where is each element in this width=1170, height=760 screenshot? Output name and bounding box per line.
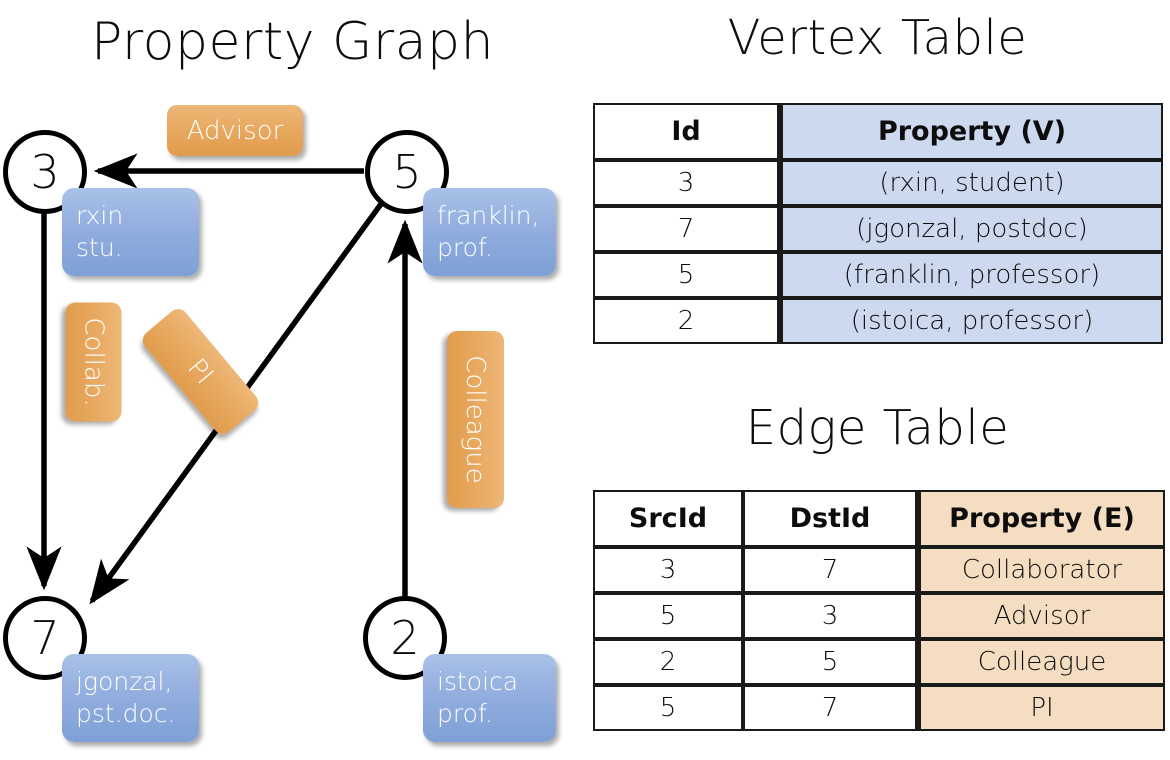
table-row: 7 (jgonzal, postdoc) — [593, 206, 1163, 252]
edge-cell-dstid: 5 — [743, 639, 917, 685]
vertex-cell-property: (jgonzal, postdoc) — [779, 206, 1163, 252]
node-7-property-box: jgonzal, pst.doc. — [62, 654, 199, 742]
vertex-cell-id: 2 — [593, 298, 779, 344]
vertex-cell-property: (rxin, student) — [779, 160, 1163, 206]
node-2-property-box: istoica prof. — [423, 654, 556, 742]
node-3-property-box: rxin stu. — [62, 188, 199, 276]
vertex-header-id: Id — [593, 103, 779, 160]
table-header-row: SrcId DstId Property (E) — [593, 490, 1165, 547]
edge-label-advisor: Advisor — [167, 105, 303, 156]
vertex-header-property: Property (V) — [779, 103, 1163, 160]
page-title-property-graph: Property Graph — [90, 12, 495, 72]
edge-cell-dstid: 7 — [743, 547, 917, 593]
table-row: 2 5 Colleague — [593, 639, 1165, 685]
edge-header-property: Property (E) — [917, 490, 1165, 547]
node-5[interactable]: 5 — [365, 130, 449, 214]
table-row: 3 7 Collaborator — [593, 547, 1165, 593]
edge-header-srcid: SrcId — [593, 490, 743, 547]
property-graph-diagram: 3 5 7 2 rxin stu. franklin, prof. jgonza… — [3, 105, 556, 742]
edge-cell-srcid: 3 — [593, 547, 743, 593]
vertex-cell-property: (istoica, professor) — [779, 298, 1163, 344]
edge-cell-property: Colleague — [917, 639, 1165, 685]
page-title-vertex-table: Vertex Table — [727, 10, 1028, 66]
vertex-cell-id: 5 — [593, 252, 779, 298]
vertex-cell-property: (franklin, professor) — [779, 252, 1163, 298]
edge-cell-property: Collaborator — [917, 547, 1165, 593]
table-row: 5 3 Advisor — [593, 593, 1165, 639]
edge-label-collab: Collab. — [65, 302, 122, 422]
table-row: 5 (franklin, professor) — [593, 252, 1163, 298]
table-row: 5 7 PI — [593, 685, 1165, 731]
edge-table: SrcId DstId Property (E) 3 7 Collaborato… — [593, 490, 1165, 731]
edge-cell-srcid: 5 — [593, 685, 743, 731]
table-row: 2 (istoica, professor) — [593, 298, 1163, 344]
node-2[interactable]: 2 — [363, 596, 447, 680]
edge-label-colleague: Colleague — [447, 331, 504, 508]
edge-cell-srcid: 5 — [593, 593, 743, 639]
edge-cell-property: Advisor — [917, 593, 1165, 639]
page-title-edge-table: Edge Table — [745, 400, 1010, 456]
edge-cell-dstid: 3 — [743, 593, 917, 639]
vertex-cell-id: 3 — [593, 160, 779, 206]
edge-cell-srcid: 2 — [593, 639, 743, 685]
edge-cell-property: PI — [917, 685, 1165, 731]
node-5-property-box: franklin, prof. — [423, 188, 556, 276]
edge-cell-dstid: 7 — [743, 685, 917, 731]
table-header-row: Id Property (V) — [593, 103, 1163, 160]
vertex-table: Id Property (V) 3 (rxin, student) 7 (jgo… — [593, 103, 1163, 344]
table-row: 3 (rxin, student) — [593, 160, 1163, 206]
vertex-cell-id: 7 — [593, 206, 779, 252]
edge-header-dstid: DstId — [743, 490, 917, 547]
